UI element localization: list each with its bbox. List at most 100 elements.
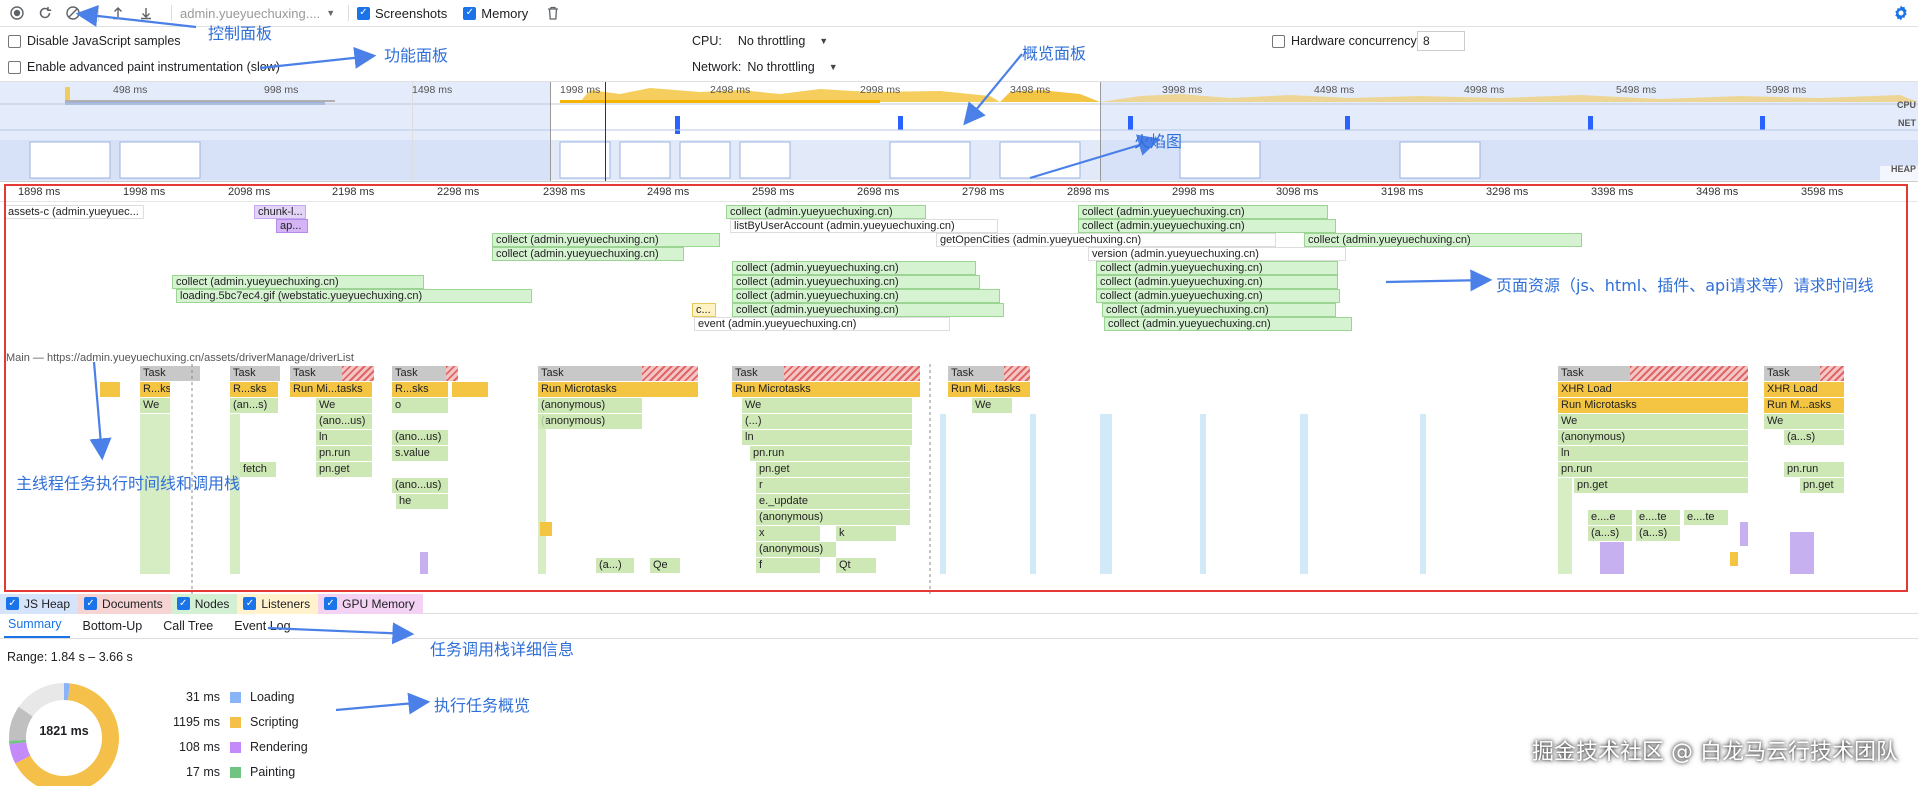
function-call[interactable]: s.value [392,446,448,461]
function-call[interactable]: Run Mi...tasks [290,382,372,397]
network-request[interactable]: chunk-l... [254,205,306,219]
network-request[interactable]: collect (admin.yueyuechuxing.cn) [1078,205,1328,219]
function-call[interactable]: Run Mi...tasks [948,382,1030,397]
function-call[interactable]: ln [742,430,912,445]
task-block[interactable]: Task [290,366,374,381]
function-call[interactable]: R...sks [230,382,278,397]
network-request[interactable]: version (admin.yueyuechuxing.cn) [1088,247,1346,261]
network-request[interactable]: collect (admin.yueyuechuxing.cn) [492,247,684,261]
network-request[interactable]: getOpenCities (admin.yueyuechuxing.cn) [936,233,1276,247]
network-request[interactable]: listByUserAccount (admin.yueyuechuxing.c… [730,219,998,233]
network-request[interactable]: collect (admin.yueyuechuxing.cn) [732,275,980,289]
network-request[interactable]: collect (admin.yueyuechuxing.cn) [1102,303,1336,317]
function-call[interactable]: fetch [240,462,276,477]
network-request[interactable]: collect (admin.yueyuechuxing.cn) [1078,219,1336,233]
network-request[interactable]: collect (admin.yueyuechuxing.cn) [1096,289,1340,303]
task-block[interactable]: Task [140,366,200,381]
function-call[interactable]: x [756,526,820,541]
hardware-concurrency-input[interactable]: 8 [1417,31,1465,51]
network-request[interactable]: collect (admin.yueyuechuxing.cn) [732,261,976,275]
function-call[interactable]: e._update [756,494,910,509]
function-call[interactable]: (an...s) [230,398,278,413]
network-request[interactable]: event (admin.yueyuechuxing.cn) [694,317,950,331]
tab-call-tree[interactable]: Call Tree [163,619,214,633]
network-request[interactable]: collect (admin.yueyuechuxing.cn) [732,289,1000,303]
function-call[interactable]: (a...s) [1784,430,1844,445]
network-request[interactable]: loading.5bc7ec4.gif (webstatic.yueyuechu… [176,289,532,303]
function-call[interactable]: e....te [1636,510,1680,525]
settings-button[interactable] [1892,4,1910,22]
network-request[interactable]: collect (admin.yueyuechuxing.cn) [1304,233,1582,247]
cpu-throttling-select[interactable]: No throttling ▼ [738,34,828,48]
function-call[interactable]: (anonymous) [756,510,910,525]
record-button[interactable] [6,2,28,24]
task-block[interactable]: Task [230,366,280,381]
function-call[interactable]: e....e [1588,510,1632,525]
advanced-paint-checkbox[interactable]: Enable advanced paint instrumentation (s… [8,60,280,74]
network-request[interactable]: collect (admin.yueyuechuxing.cn) [492,233,720,247]
function-call[interactable]: o [392,398,448,413]
nodes-checkbox[interactable]: ✓Nodes [170,593,238,614]
function-call[interactable]: e....te [1684,510,1728,525]
function-call[interactable]: R...ks [140,382,170,397]
function-call[interactable]: (a...s) [1588,526,1632,541]
function-call[interactable]: XHR Load [1764,382,1844,397]
function-call[interactable]: (anonymous) [538,398,642,413]
function-call[interactable]: Run M...asks [1764,398,1844,413]
function-call[interactable]: pn.run [1784,462,1844,477]
network-request[interactable]: collect (admin.yueyuechuxing.cn) [1104,317,1352,331]
overview-panel[interactable]: 498 ms 998 ms 1498 ms 1998 ms 2498 ms 29… [0,82,1918,182]
network-request[interactable]: ap... [276,219,308,233]
network-request[interactable]: collect (admin.yueyuechuxing.cn) [732,303,1004,317]
hardware-concurrency-checkbox[interactable]: Hardware concurrency [1272,34,1417,48]
save-profile-button[interactable] [135,2,157,24]
function-call[interactable]: pn.get [1574,478,1748,493]
profile-select[interactable]: admin.yueyuechuxing.... ▼ [180,6,340,21]
task-block[interactable]: Task [1558,366,1748,381]
function-call[interactable]: pn.get [756,462,910,477]
function-call[interactable]: (anonymous) [1558,430,1748,445]
screenshots-checkbox[interactable]: ✓ Screenshots [357,6,447,21]
function-call[interactable]: f [756,558,820,573]
network-request[interactable]: assets-c (admin.yueyuec... [4,205,144,219]
task-block[interactable]: Task [392,366,458,381]
listeners-checkbox[interactable]: ✓Listeners [237,593,319,614]
function-call[interactable]: We [972,398,1012,413]
function-call[interactable]: We [316,398,372,413]
task-block[interactable]: Task [948,366,1030,381]
function-call[interactable]: r [756,478,910,493]
task-block[interactable]: Task [732,366,920,381]
function-call[interactable]: ln [316,430,372,445]
function-call[interactable]: Qe [650,558,680,573]
task-block[interactable]: Task [1764,366,1844,381]
overview-selection-right-handle[interactable] [1100,82,1101,181]
function-call[interactable]: (...) [742,414,912,429]
function-call[interactable]: (a...) [596,558,634,573]
function-call[interactable]: We [1764,414,1844,429]
function-call[interactable]: Run Microtasks [538,382,698,397]
reload-button[interactable] [34,2,56,24]
function-call[interactable]: pn.run [1558,462,1748,477]
function-call[interactable]: pn.get [316,462,372,477]
function-call[interactable]: (a...s) [1636,526,1680,541]
function-call[interactable]: pn.run [750,446,910,461]
network-request[interactable]: c... [692,303,716,317]
network-request[interactable]: collect (admin.yueyuechuxing.cn) [726,205,926,219]
collect-garbage-button[interactable] [542,2,564,24]
documents-checkbox[interactable]: ✓Documents [78,593,171,614]
function-call[interactable]: k [836,526,896,541]
network-request[interactable]: collect (admin.yueyuechuxing.cn) [1096,261,1338,275]
tab-event-log[interactable]: Event Log [234,619,291,633]
memory-checkbox[interactable]: ✓ Memory [463,6,528,21]
function-call[interactable]: Run Microtasks [1558,398,1748,413]
function-call[interactable]: pn.get [1800,478,1844,493]
function-call[interactable]: Run Microtasks [732,382,920,397]
js-heap-checkbox[interactable]: ✓JS Heap [0,593,79,614]
disable-js-samples-checkbox[interactable]: Disable JavaScript samples [8,34,181,48]
function-call[interactable]: R...sks [392,382,448,397]
function-call[interactable]: he [396,494,448,509]
function-call[interactable]: Qt [836,558,876,573]
gpu-memory-checkbox[interactable]: ✓GPU Memory [318,593,423,614]
flame-chart[interactable]: 1898 ms 1998 ms 2098 ms 2198 ms 2298 ms … [0,182,1918,594]
task-block[interactable]: Task [538,366,698,381]
